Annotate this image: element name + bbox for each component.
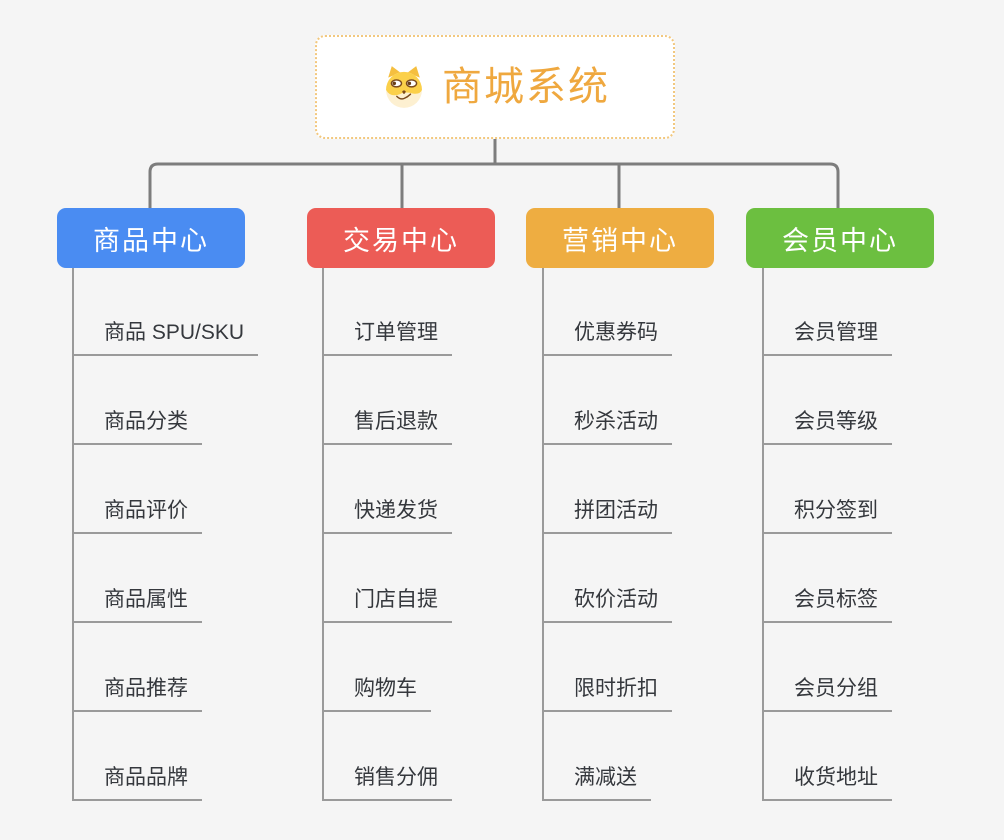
child-topic[interactable]: 会员分组 [762, 676, 892, 712]
child-topic[interactable]: 限时折扣 [542, 676, 672, 712]
child-topic[interactable]: 门店自提 [322, 587, 452, 623]
root-title: 商城系统 [442, 65, 610, 109]
child-topic[interactable]: 优惠券码 [542, 320, 672, 356]
child-topic[interactable]: 会员标签 [762, 587, 892, 623]
child-topic[interactable]: 商品推荐 [72, 676, 202, 712]
child-topic[interactable]: 商品评价 [72, 498, 202, 534]
branch-label: 会员中心 [782, 225, 898, 256]
branch-node-member-center[interactable]: 会员中心 [746, 208, 934, 268]
child-topic[interactable]: 订单管理 [322, 320, 452, 356]
child-topic[interactable]: 积分签到 [762, 498, 892, 534]
branch-label: 营销中心 [562, 225, 678, 256]
child-topic[interactable]: 销售分佣 [322, 765, 452, 801]
branch-node-marketing-center[interactable]: 营销中心 [526, 208, 714, 268]
child-topic[interactable]: 商品分类 [72, 409, 202, 445]
child-topic[interactable]: 拼团活动 [542, 498, 672, 534]
doge-icon [386, 66, 422, 108]
child-topic[interactable]: 商品属性 [72, 587, 202, 623]
child-topic[interactable]: 会员等级 [762, 409, 892, 445]
child-topic[interactable]: 砍价活动 [542, 587, 672, 623]
branch-node-product-center[interactable]: 商品中心 [57, 208, 245, 268]
child-topic[interactable]: 售后退款 [322, 409, 452, 445]
branch-label: 交易中心 [343, 225, 459, 256]
child-topic[interactable]: 会员管理 [762, 320, 892, 356]
child-topic[interactable]: 收货地址 [762, 765, 892, 801]
root-node[interactable]: 商城系统 [315, 35, 675, 139]
branch-label: 商品中心 [93, 225, 209, 256]
branch-node-trade-center[interactable]: 交易中心 [307, 208, 495, 268]
child-topic[interactable]: 秒杀活动 [542, 409, 672, 445]
child-topic[interactable]: 商品品牌 [72, 765, 202, 801]
child-topic[interactable]: 购物车 [322, 676, 431, 712]
child-topic[interactable]: 快递发货 [322, 498, 452, 534]
child-topic[interactable]: 商品 SPU/SKU [72, 320, 259, 356]
child-topic[interactable]: 满减送 [542, 765, 651, 801]
